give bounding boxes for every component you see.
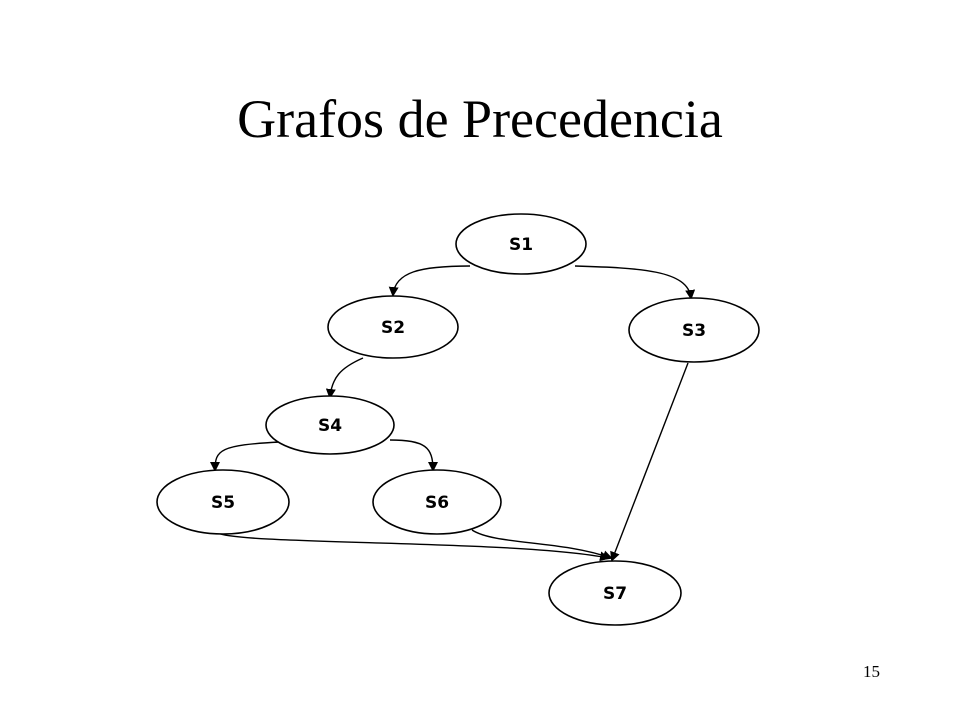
node-s5-label: S5: [211, 493, 235, 513]
node-s4-label: S4: [318, 416, 342, 436]
page-number: 15: [863, 662, 880, 681]
edge-s5-s7: [217, 532, 610, 562]
edge-s6-s7: [471, 529, 613, 561]
node-s1-ellipse: [455, 213, 587, 275]
node-s7-ellipse: [548, 560, 682, 626]
graph-node-s7: S7: [548, 560, 682, 626]
graph-node-s5: S5: [156, 469, 290, 535]
slide-title: Grafos de Precedencia: [237, 89, 723, 149]
node-s6-label: S6: [425, 493, 449, 513]
node-s1-label: S1: [509, 235, 533, 255]
graph-node-s1: S1: [455, 213, 587, 275]
edges: [210, 265, 696, 562]
node-s3-label: S3: [682, 321, 706, 341]
graph-node-s4: S4: [265, 395, 395, 455]
node-s2-label: S2: [381, 318, 405, 338]
node-s6-ellipse: [372, 469, 502, 535]
graph-node-s3: S3: [628, 297, 760, 363]
node-s2-ellipse: [327, 295, 459, 359]
graph-node-s2: S2: [327, 295, 459, 359]
edge-s2-s4: [325, 357, 364, 399]
node-s7-label: S7: [603, 584, 627, 604]
edge-s4-s5: [210, 441, 281, 472]
node-s3-ellipse: [628, 297, 760, 363]
edge-s4-s6: [389, 439, 438, 472]
edge-s1-s2: [388, 265, 471, 297]
graph-node-s6: S6: [372, 469, 502, 535]
node-s4-ellipse: [265, 395, 395, 455]
edge-s1-s3: [574, 265, 696, 300]
node-s5-ellipse: [156, 469, 290, 535]
edge-s3-s7: [610, 362, 689, 562]
